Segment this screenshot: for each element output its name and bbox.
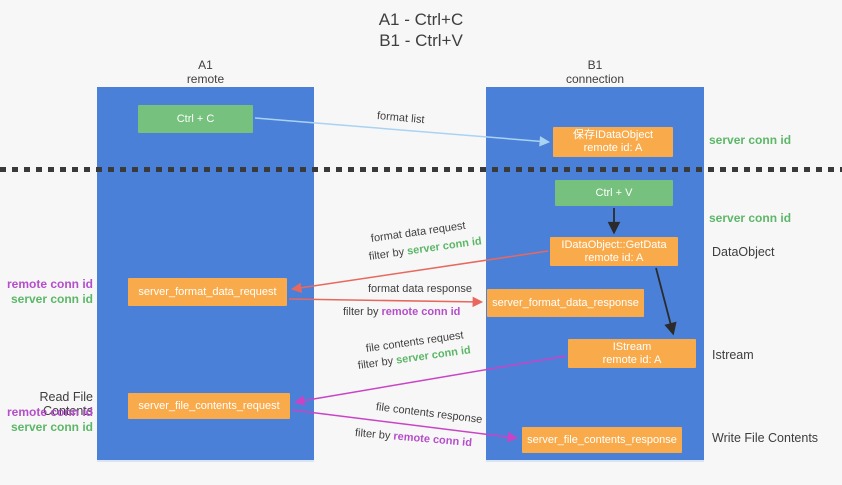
remote-conn-id-text: remote conn id (381, 306, 461, 318)
node-save-idataobject: 保存IDataObject remote id: A (553, 127, 673, 157)
label-format-list-text: format list (376, 110, 426, 127)
label-conn-ids-file: remote conn id server conn id (0, 405, 93, 435)
filter-by-text: filter by (343, 306, 379, 318)
title-line-2: B1 - Ctrl+V (379, 31, 463, 50)
column-a1-subtitle: remote (186, 72, 225, 86)
node-istream-line1: IStream (612, 340, 652, 353)
node-save-idataobject-line2: remote id: A (583, 142, 643, 154)
filter-by-text: filter by (368, 246, 405, 263)
label-conn-ids-format: remote conn id server conn id (0, 277, 93, 307)
node-format-request-label: server_format_data_request (138, 285, 277, 298)
label-server-conn-id-mid: server conn id (709, 211, 792, 225)
node-file-request-label: server_file_contents_request (138, 399, 280, 412)
node-ctrl-v-label: Ctrl + V (595, 186, 633, 199)
remote-conn-id-label: remote conn id (6, 277, 93, 291)
column-a1-name: A1 (198, 58, 213, 72)
remote-conn-id-text: remote conn id (392, 430, 473, 450)
node-idataobject-getdata: IDataObject::GetData remote id: A (550, 237, 678, 266)
node-ctrl-v: Ctrl + V (555, 180, 673, 206)
phase-separator-line (0, 167, 842, 172)
label-format-data-response: format data response (368, 283, 472, 295)
filter-by-text: filter by (354, 427, 391, 443)
node-istream: IStream remote id: A (568, 339, 696, 368)
label-format-list: format list (376, 110, 425, 126)
label-write-file-contents: Write File Contents (712, 431, 819, 445)
node-file-response-label: server_file_contents_response (527, 433, 677, 446)
server-conn-id-label: server conn id (10, 292, 93, 306)
column-header-a1: A1 remote (97, 58, 314, 86)
column-b1-subtitle: connection (565, 72, 625, 86)
node-getdata-line1: IDataObject::GetData (561, 238, 667, 251)
label-istream: Istream (712, 348, 754, 362)
label-file-contents-response: file contents response (375, 401, 483, 426)
node-format-response-label: server_format_data_response (492, 296, 639, 309)
arrow-format-data-response (288, 296, 484, 308)
label-dataobject: DataObject (712, 245, 775, 259)
node-getdata-line2: remote id: A (584, 251, 644, 264)
node-save-idataobject-line1: 保存IDataObject (572, 129, 654, 141)
node-server-format-data-request: server_format_data_request (128, 278, 287, 306)
node-ctrl-c-label: Ctrl + C (176, 112, 215, 125)
column-header-b1: B1 connection (486, 58, 704, 86)
node-server-format-data-response: server_format_data_response (487, 289, 644, 317)
node-server-file-contents-response: server_file_contents_response (522, 427, 682, 453)
node-server-file-contents-request: server_file_contents_request (128, 393, 290, 419)
server-conn-id-text: server conn id (406, 235, 483, 258)
label-server-conn-id-top: server conn id (709, 133, 792, 147)
column-b1-name: B1 (587, 58, 603, 72)
label-format-data-response-text: format data response (368, 283, 472, 295)
node-istream-line2: remote id: A (602, 353, 662, 366)
filter-by-text: filter by (357, 355, 394, 372)
diagram-title: A1 - Ctrl+C B1 - Ctrl+V (0, 9, 842, 51)
label-read-file-contents: Read File Contents (39, 390, 94, 418)
node-ctrl-c: Ctrl + C (138, 105, 253, 133)
label-filter-by-remote-conn-id-2: filter by remote conn id (354, 427, 472, 449)
server-conn-id-label: server conn id (10, 420, 93, 434)
label-file-contents-response-text: file contents response (375, 401, 483, 426)
label-filter-by-remote-conn-id-1: filter by remote conn id (343, 306, 460, 318)
remote-conn-id-label: remote conn id (6, 405, 93, 419)
title-line-1: A1 - Ctrl+C (378, 10, 464, 29)
